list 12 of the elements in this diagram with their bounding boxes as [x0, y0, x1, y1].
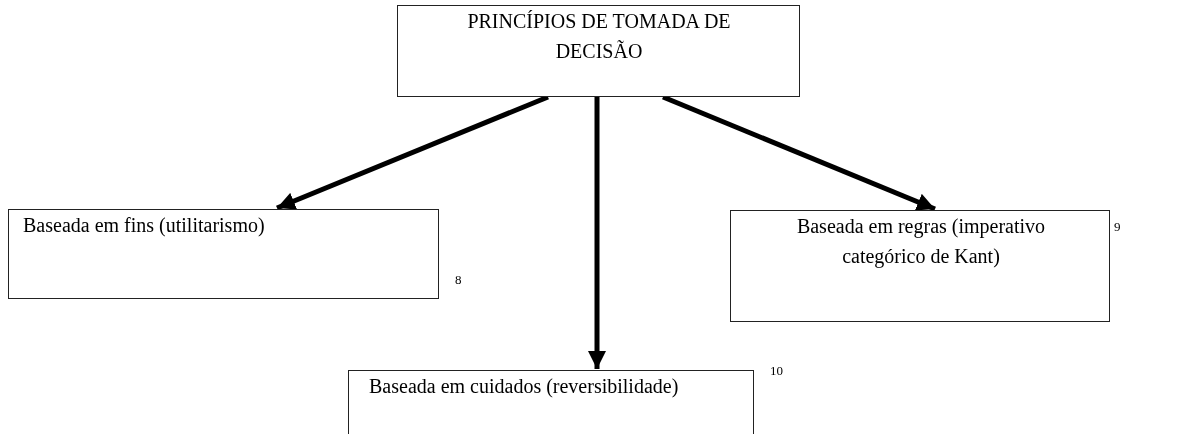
text-box — [730, 210, 1110, 322]
text-box — [397, 5, 800, 97]
footnote-number: 10 — [770, 363, 783, 378]
text-box — [8, 209, 439, 299]
node-text: Baseada em fins (utilitarismo) — [23, 213, 266, 239]
footnote-number: 8 — [455, 272, 462, 287]
text-box — [348, 370, 754, 434]
node-text: Baseada em cuidados (reversibilidade) — [369, 374, 680, 400]
node-text: Baseada em regras (imperativo categórico de Kant) — [795, 214, 1047, 270]
footnote-number: 9 — [1114, 219, 1121, 234]
node-text: PRINCÍPIOS DE TOMADA DE DECISÃO — [466, 9, 732, 64]
arrow — [588, 97, 606, 369]
